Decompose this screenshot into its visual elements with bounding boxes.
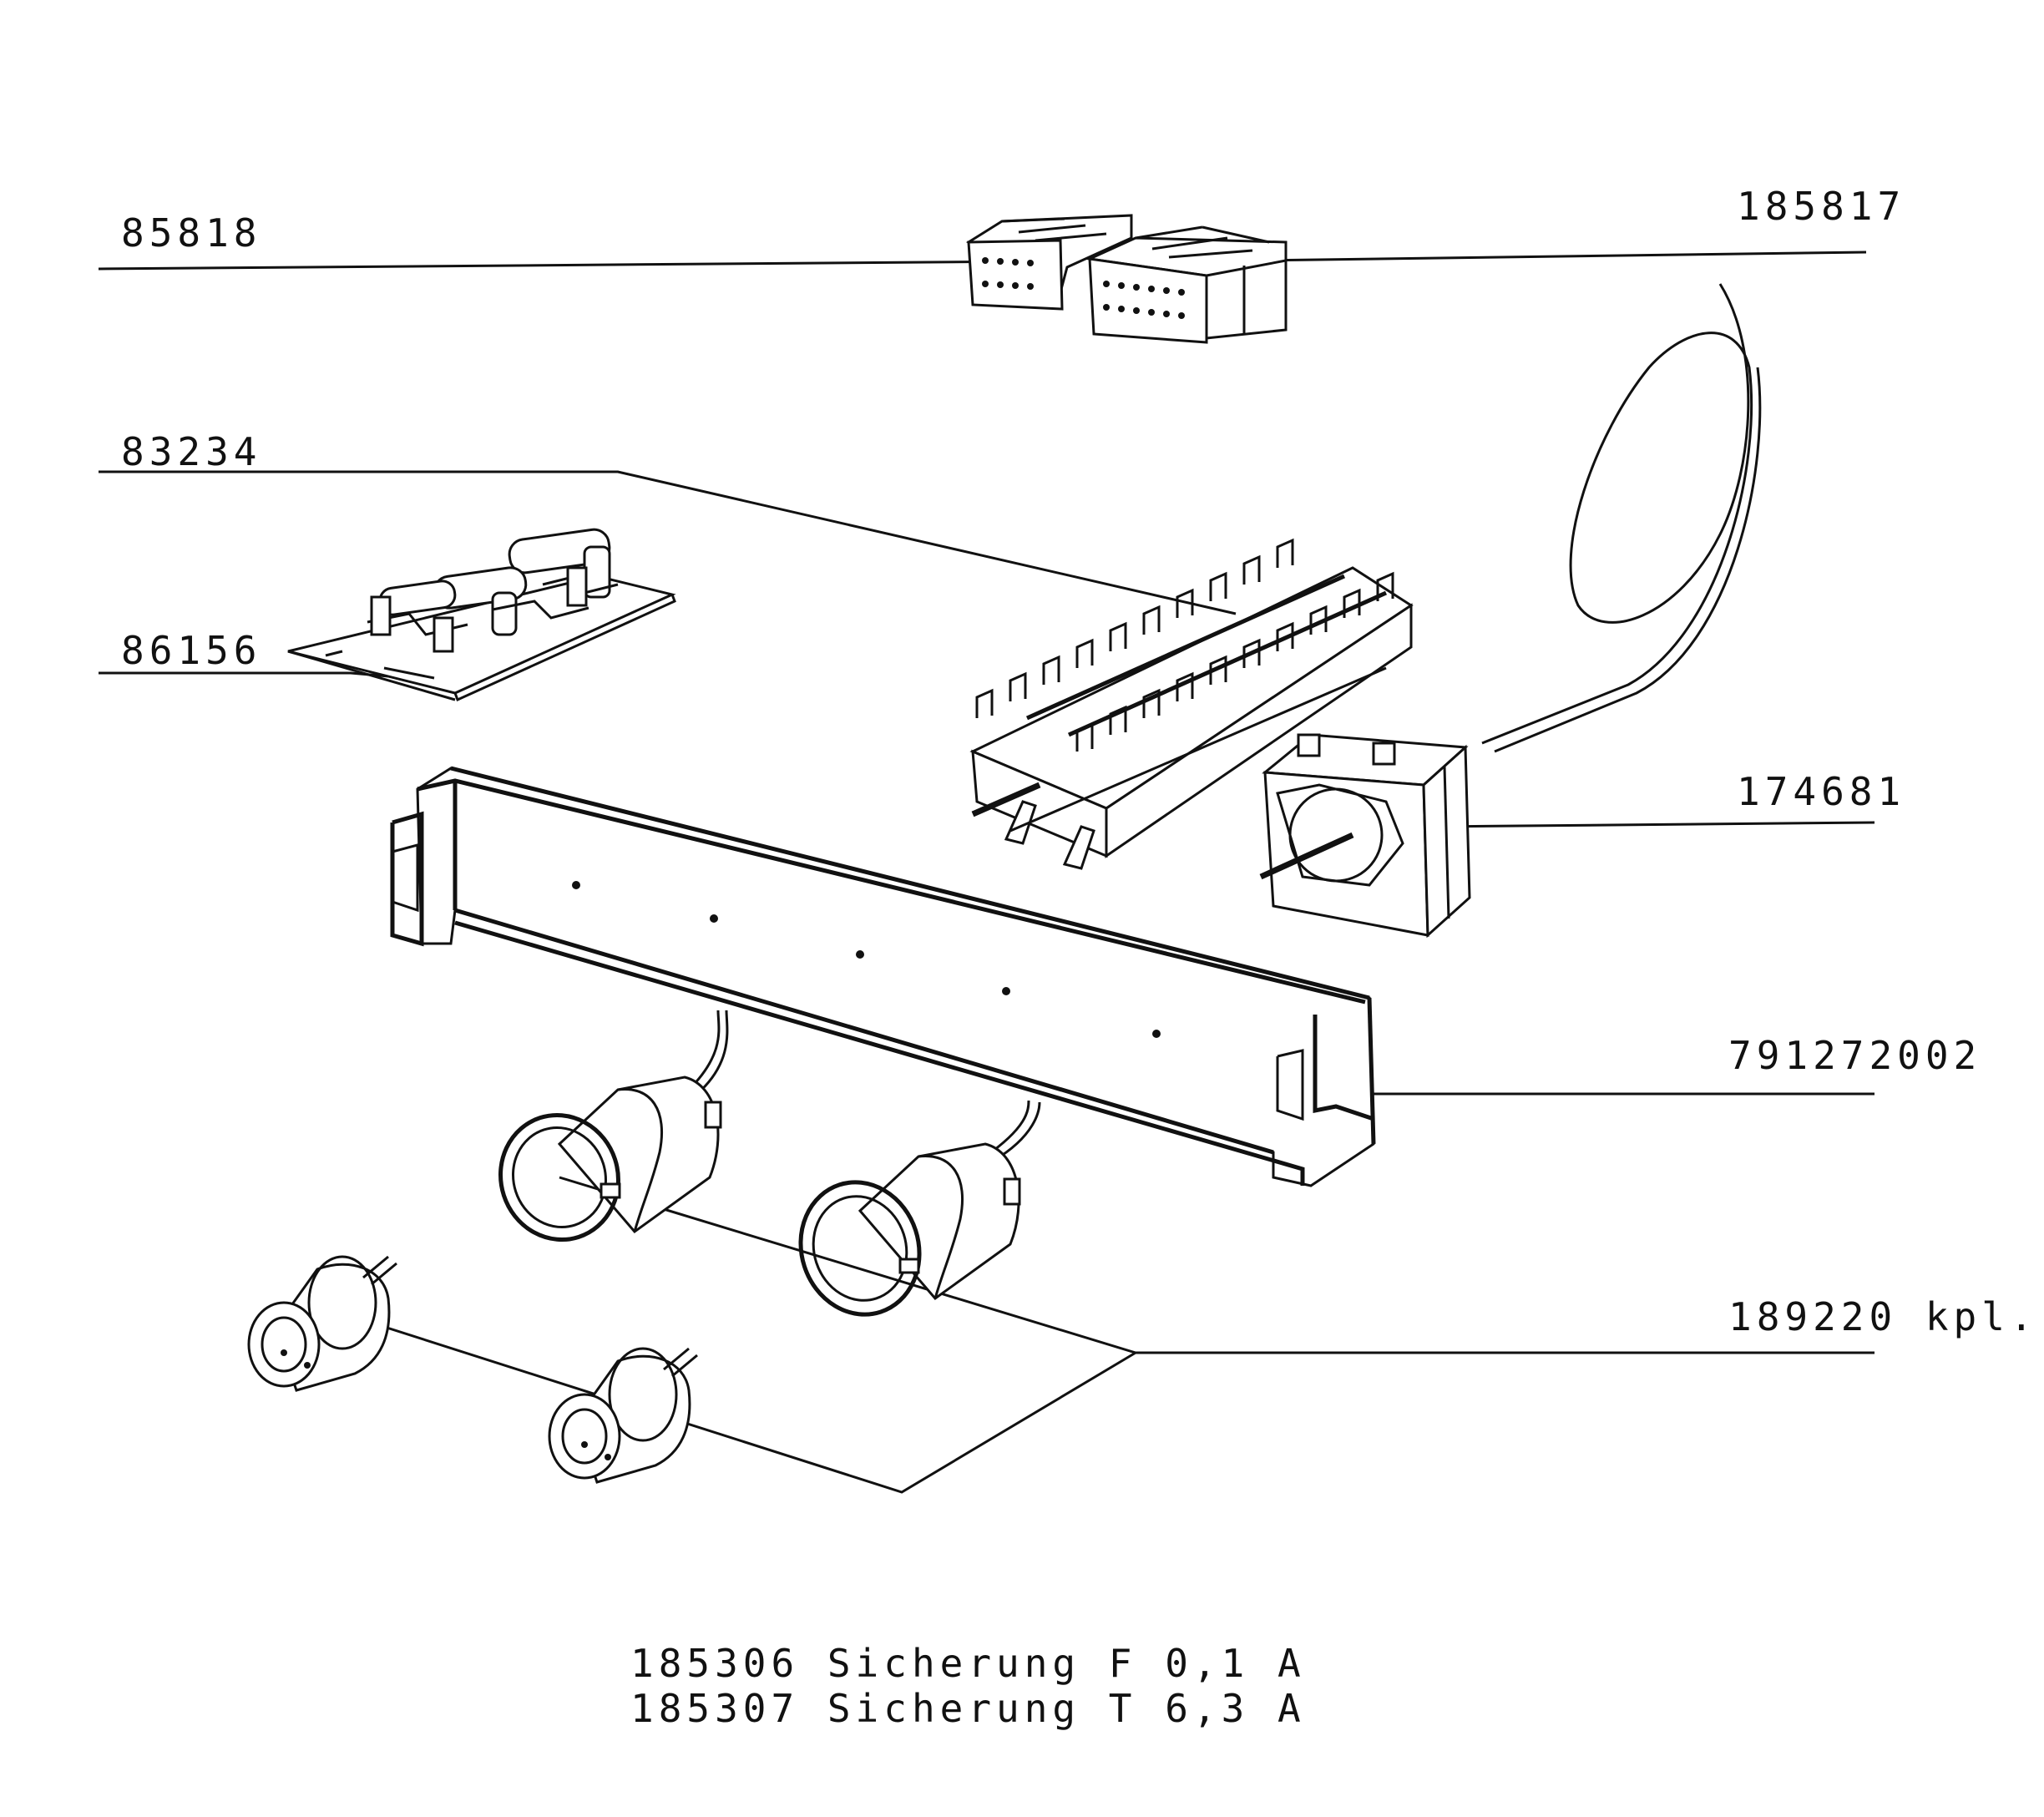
mounting-holes bbox=[572, 881, 1161, 1038]
switch-bank bbox=[969, 538, 1414, 870]
part-number-85818: 85818 bbox=[121, 210, 261, 256]
part-number-83234: 83234 bbox=[121, 429, 261, 474]
lamp-holder-right bbox=[798, 1100, 1041, 1317]
part-number-86156: 86156 bbox=[121, 628, 261, 673]
part-labels: 85818 185817 83234 86156 174681 79127200… bbox=[121, 184, 2038, 1339]
connector-large bbox=[1085, 225, 1288, 344]
part-number-174681: 174681 bbox=[1737, 769, 1905, 814]
thermostat bbox=[1259, 283, 1762, 939]
fuse-holder-right bbox=[548, 1347, 698, 1484]
leader-lines bbox=[98, 251, 1875, 1494]
leader-185817 bbox=[1260, 251, 1867, 262]
circuit-board bbox=[287, 528, 676, 702]
leader-189220 bbox=[559, 1176, 1875, 1354]
part-number-189220: 189220 kpl. bbox=[1728, 1294, 2038, 1339]
housing-channel bbox=[390, 766, 1376, 1187]
note-fuse-t: 185307 Sicherung T 6,3 A bbox=[630, 1686, 1306, 1731]
part-number-791272002: 791272002 bbox=[1728, 1033, 1981, 1078]
leader-85818 bbox=[98, 260, 1032, 271]
fuse-notes: 185306 Sicherung F 0,1 A 185307 Sicherun… bbox=[630, 1641, 1306, 1731]
fuse-holder-left bbox=[247, 1255, 397, 1392]
note-fuse-f: 185306 Sicherung F 0,1 A bbox=[630, 1641, 1306, 1686]
leader-174681 bbox=[1431, 821, 1875, 828]
part-number-185817: 185817 bbox=[1737, 184, 1905, 229]
leader-189220-b bbox=[321, 1305, 1136, 1494]
leader-83234 bbox=[99, 470, 1237, 615]
connector-small bbox=[966, 214, 1133, 311]
lamp-holder-left bbox=[498, 1010, 729, 1243]
